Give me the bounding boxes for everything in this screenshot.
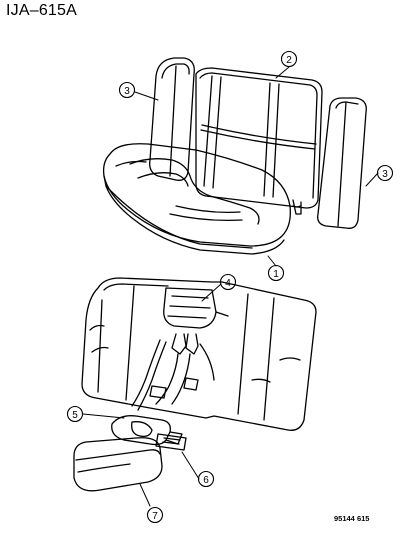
leader-lines [82,66,379,507]
callout-3-right-number: 3 [382,169,388,180]
seat-back-drawing [195,67,323,215]
figure-id-label: IJA–615A [6,2,77,19]
armrest-drawing [73,437,163,492]
drawing-code: 95144 615 [334,514,370,523]
folding-seat-back-drawing [81,277,317,451]
seat-cushion-drawing [102,143,291,255]
left-bolster-drawing [149,57,195,181]
callout-6: 6 [197,470,215,488]
callout-1: 1 [267,264,285,282]
callout-5: 5 [66,405,84,423]
callout-7: 7 [146,506,164,524]
callout-4: 4 [219,273,237,291]
callout-5-number: 5 [72,410,78,421]
callout-6-number: 6 [203,475,209,486]
callout-2: 2 [280,50,298,68]
callout-7-number: 7 [152,511,158,522]
callout-3-right: 3 [376,164,394,182]
right-bolster-drawing [317,97,367,229]
callout-1-number: 1 [273,269,279,280]
callout-3-left-number: 3 [124,86,130,97]
callout-4-number: 4 [225,278,231,289]
callout-2-number: 2 [286,55,292,66]
callout-3-left: 3 [118,81,136,99]
